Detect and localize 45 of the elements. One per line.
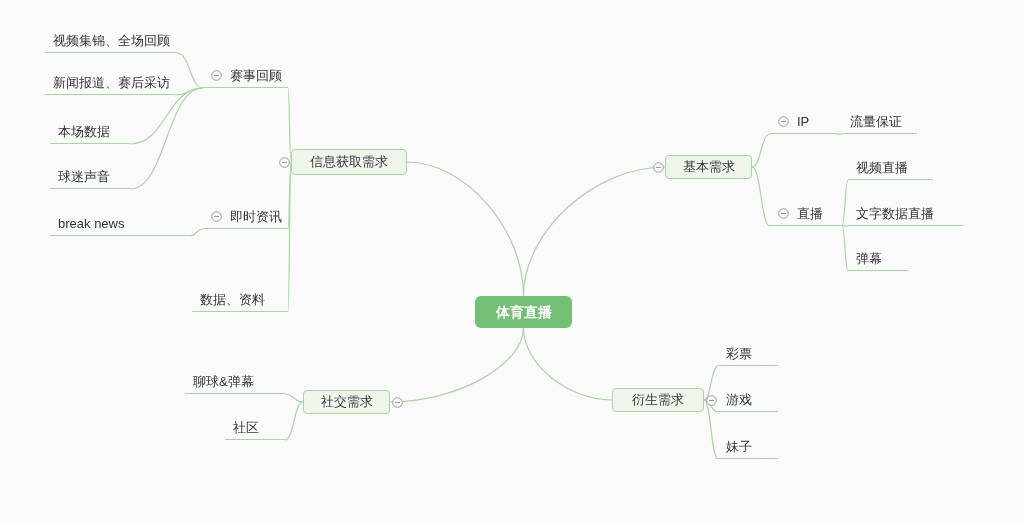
connector-line (522, 327, 613, 401)
connector-line (129, 87, 204, 190)
node-text: 文字数据直播 (856, 204, 934, 223)
connector-line (751, 166, 771, 227)
node-text: 视频直播 (856, 158, 908, 177)
node-text: 游戏 (726, 390, 752, 409)
topic-box (291, 149, 407, 175)
node-text: 聊球&弹幕 (193, 372, 254, 391)
node-text: 本场数据 (58, 122, 110, 141)
connector-line (703, 399, 719, 460)
node-text: IP (797, 112, 810, 131)
connector-line (176, 52, 204, 89)
node-text: 即时资讯 (230, 207, 282, 226)
node-text: break news (58, 214, 125, 233)
central-topic-box (475, 296, 572, 328)
connector-line (835, 133, 843, 135)
node-text: 衍生需求 (632, 391, 684, 410)
connector-line (841, 225, 849, 272)
connector-line (841, 179, 849, 227)
topic-box (303, 390, 390, 414)
topic-box (665, 155, 752, 179)
node-text: 球迷声音 (58, 167, 110, 186)
connector-line (703, 365, 719, 401)
node-text: 数据、资料 (200, 290, 265, 309)
connector-line (189, 228, 204, 237)
node-text: 基本需求 (682, 158, 735, 177)
connector-line (522, 166, 666, 297)
node-text: 彩票 (726, 344, 752, 363)
connector-line (841, 225, 849, 227)
connector-line (284, 393, 304, 403)
node-text: 社交需求 (320, 393, 373, 412)
node-text: 直播 (797, 204, 823, 223)
node-text: 社区 (233, 418, 259, 437)
node-text: 新闻报道、赛后采访 (53, 73, 170, 92)
connector-line (284, 401, 304, 441)
node-text: 体育直播 (495, 302, 552, 322)
node-text: 信息获取需求 (310, 153, 388, 172)
topic-box (612, 388, 704, 412)
node-text: 妹子 (726, 437, 752, 456)
connector-line (703, 399, 719, 413)
connector-line (751, 133, 771, 168)
node-text: 弹幕 (856, 249, 882, 268)
node-text: 视频集锦、全场回顾 (53, 31, 170, 50)
node-text: 流量保证 (850, 112, 902, 131)
node-text: 赛事回顾 (230, 66, 282, 85)
